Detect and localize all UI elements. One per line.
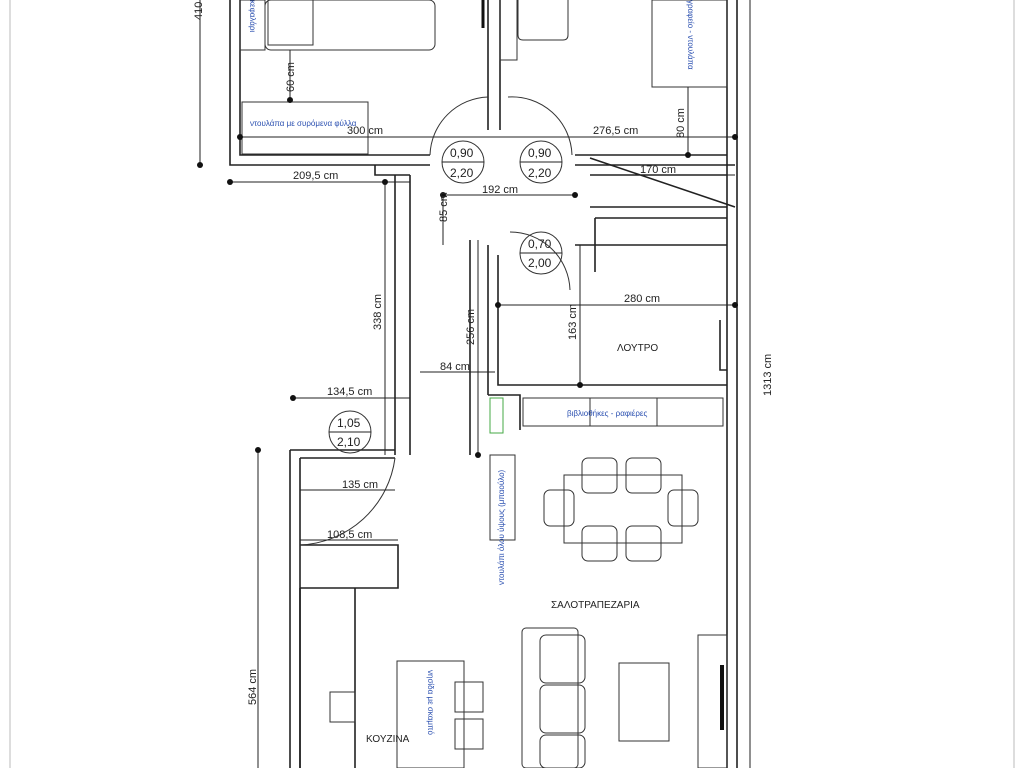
door-swings	[299, 96, 573, 546]
walls	[229, 0, 738, 768]
door-tag-3: 0,70 2,00	[519, 231, 563, 275]
dim-276: 276,5 cm	[593, 125, 638, 137]
note-tall-cabinet: ντουλάπι όλου ύψους (μπαούλο)	[497, 469, 506, 585]
dim-280: 280 cm	[624, 293, 660, 305]
dim-135: 135 cm	[342, 479, 378, 491]
dim-108: 108,5 cm	[327, 529, 372, 541]
note-shelves: βιβλιοθήκες - ραφιέρες	[567, 409, 647, 418]
svg-text:2,10: 2,10	[337, 435, 361, 449]
svg-text:0,90: 0,90	[528, 146, 552, 160]
sofa	[521, 627, 579, 768]
dim-564: 564 cm	[247, 669, 259, 705]
dim-256: 256 cm	[465, 309, 477, 345]
dining-table	[563, 474, 683, 544]
svg-text:2,20: 2,20	[528, 166, 552, 180]
note-desk: γραφείο - ντουλάπα	[686, 0, 695, 70]
svg-text:0,90: 0,90	[450, 146, 474, 160]
dim-84: 84 cm	[440, 361, 470, 373]
dim-338: 338 cm	[372, 294, 384, 330]
green-fixture	[489, 397, 504, 434]
note-bed-side: κεφαλάρι	[248, 0, 257, 32]
dim-170: 170 cm	[640, 164, 676, 176]
dim-1313: 1313 cm	[762, 354, 774, 396]
room-kitchen: ΚΟΥΖΙΝΑ	[366, 734, 410, 745]
dim-85: 85 cm	[438, 192, 450, 222]
dim-300: 300 cm	[347, 125, 383, 137]
furniture	[239, 0, 728, 768]
svg-text:2,00: 2,00	[528, 256, 552, 270]
door-tag-1: 0,90 2,20	[441, 140, 485, 184]
room-living-dining: ΣΑΛΟΤΡΑΠΕΖΑΡΙΑ	[551, 600, 640, 611]
island	[396, 660, 465, 768]
dimension-lines	[197, 0, 751, 768]
room-labels: ΛΟΥΤΡΟ ΣΑΛΟΤΡΑΠΕΖΑΡΙΑ ΚΟΥΖΙΝΑ	[366, 343, 658, 745]
dim-80: 80 cm	[675, 108, 687, 138]
dim-209: 209,5 cm	[293, 170, 338, 182]
note-island: νησίδα με σκαμπό	[426, 670, 435, 735]
svg-text:1,05: 1,05	[337, 416, 361, 430]
svg-text:0,70: 0,70	[528, 237, 552, 251]
furniture-notes: ντουλάπα με συρόμενα φύλλα βιβλιοθήκες -…	[248, 0, 695, 735]
room-bathroom: ΛΟΥΤΡΟ	[617, 343, 658, 354]
dim-410: 410	[193, 2, 205, 20]
door-tags: 0,90 2,20 0,90 2,20 0,70 2,00 1,05 2,10	[328, 140, 563, 454]
door-tag-2: 0,90 2,20	[519, 140, 563, 184]
dimension-labels: 410 60 cm 300 cm 276,5 cm 80 cm 209,5 cm…	[193, 2, 774, 705]
dim-60: 60 cm	[285, 62, 297, 92]
door-tag-4: 1,05 2,10	[328, 410, 372, 454]
svg-text:2,20: 2,20	[450, 166, 474, 180]
dim-163: 163 cm	[567, 304, 579, 340]
dim-134: 134,5 cm	[327, 386, 372, 398]
coffee-table	[618, 662, 670, 742]
dim-192: 192 cm	[482, 184, 518, 196]
note-wardrobe: ντουλάπα με συρόμενα φύλλα	[250, 119, 357, 128]
